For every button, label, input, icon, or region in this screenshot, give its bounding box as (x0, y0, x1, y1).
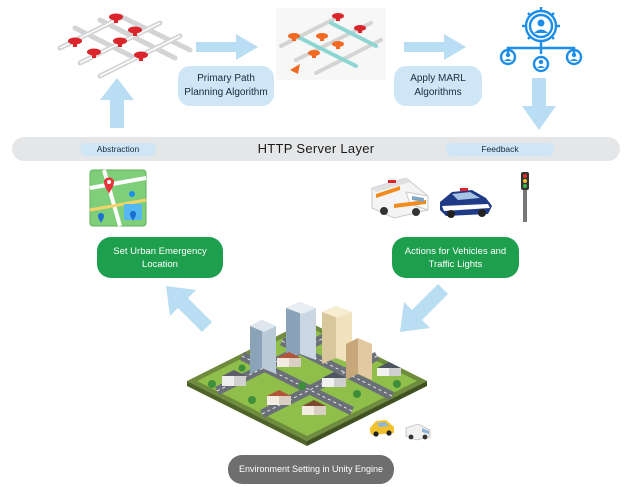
multi-agent-gear-icon (499, 7, 583, 73)
primary-path-label: Primary Path Planning Algorithm (184, 73, 268, 98)
traffic-light-icon (521, 172, 529, 222)
ambulance-icon (371, 177, 429, 219)
environment-label: Environment Setting in Unity Engine (238, 464, 384, 474)
set-location-label: Set Urban Emergency Location (113, 245, 207, 270)
police-car-icon (440, 188, 492, 218)
http-server-layer: HTTP Server Layer Abstraction Feedback (12, 137, 620, 161)
actions-label: Actions for Vehicles and Traffic Lights (404, 245, 507, 270)
arrow-down-left-actions (400, 284, 448, 332)
abstraction-tag: Abstraction (80, 143, 156, 156)
actions-step: Actions for Vehicles and Traffic Lights (392, 237, 519, 278)
arrow-up-abstraction (100, 78, 134, 128)
feedback-tag: Feedback (446, 143, 554, 156)
arrow-right-1 (196, 34, 258, 60)
path-planning-icon (276, 8, 386, 80)
arrow-up-left-location (166, 286, 212, 332)
map-location-icon (89, 169, 147, 227)
arrow-right-2 (404, 34, 466, 60)
isometric-city-illustration (187, 302, 427, 446)
apply-marl-label: Apply MARL Algorithms (410, 73, 466, 98)
arrow-down-feedback (522, 78, 556, 130)
set-location-step: Set Urban Emergency Location (97, 237, 223, 278)
server-layer-title: HTTP Server Layer (257, 141, 375, 156)
environment-step: Environment Setting in Unity Engine (228, 455, 394, 484)
grid-network-icon (57, 13, 193, 79)
van-icon (405, 423, 431, 441)
apply-marl-step: Apply MARL Algorithms (394, 66, 482, 106)
taxi-icon (370, 420, 394, 437)
primary-path-step: Primary Path Planning Algorithm (178, 66, 274, 106)
